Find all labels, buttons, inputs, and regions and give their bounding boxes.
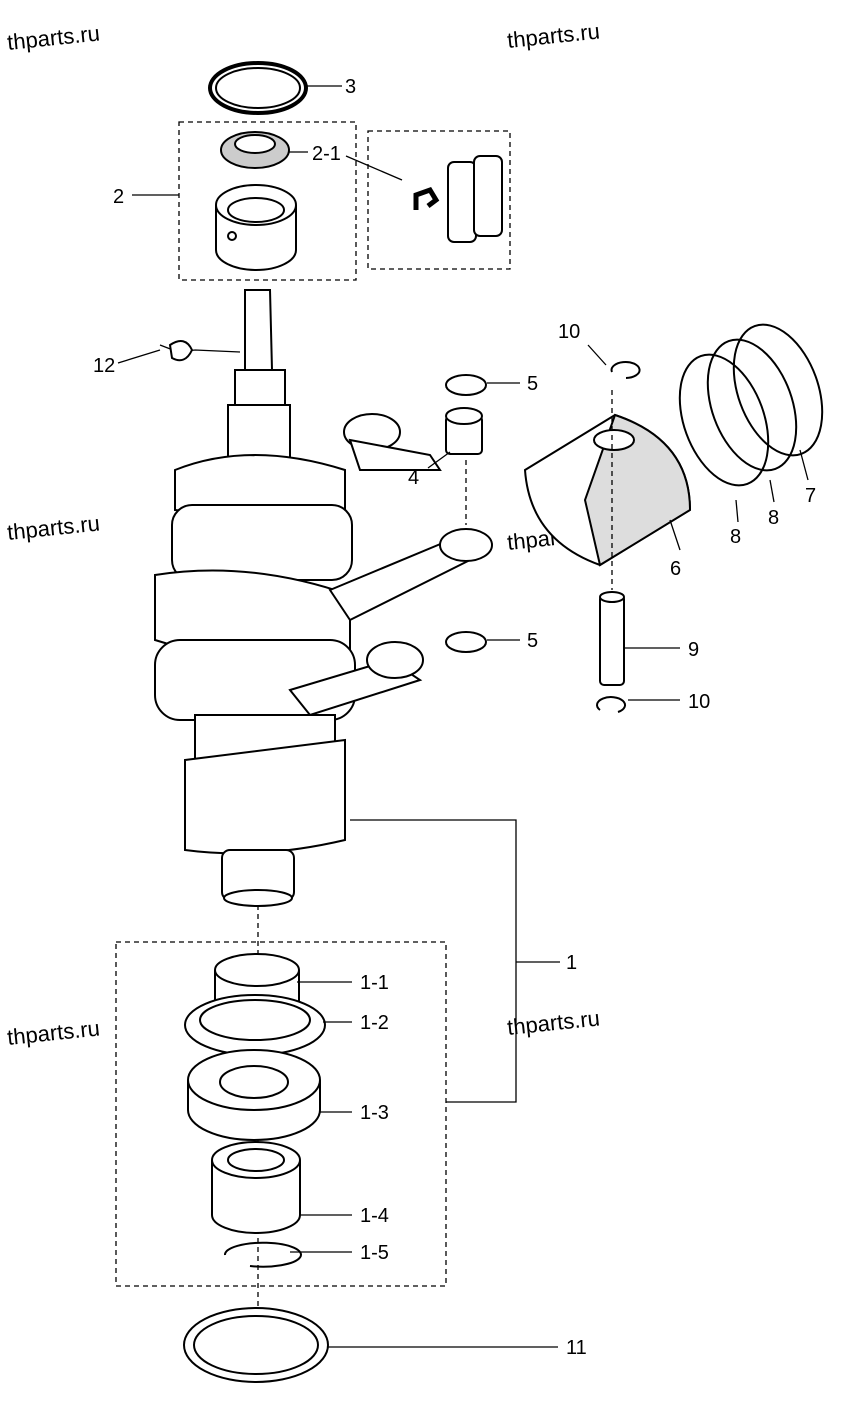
callout-7: 7 <box>805 485 816 507</box>
part-5-washer-top <box>445 374 487 396</box>
callout-1-5: 1-5 <box>360 1242 389 1264</box>
callout-2-1: 2-1 <box>312 143 341 165</box>
detail-box <box>367 130 511 270</box>
part-1-4-roller-bearing <box>211 1141 301 1234</box>
callout-1-1: 1-1 <box>360 972 389 994</box>
part-12-key <box>168 340 194 362</box>
leader-lines <box>117 85 809 1348</box>
part-1-5-circlip <box>223 1241 302 1268</box>
callout-1-3: 1-3 <box>360 1102 389 1124</box>
part-9-piston-pin <box>599 591 625 686</box>
group-1-box <box>115 941 447 1287</box>
callout-10: 10 <box>688 691 710 713</box>
watermark: thparts.ru <box>506 1005 601 1040</box>
callout-9: 9 <box>688 639 699 661</box>
part-1-2-washer <box>184 994 326 1056</box>
part-2-1-oil-seal <box>220 131 290 169</box>
callout-1-4: 1-4 <box>360 1205 389 1227</box>
part-4-needle-bearing <box>445 407 483 455</box>
part-10-clip-bottom <box>596 696 626 713</box>
part-10-clip-top <box>610 361 641 379</box>
callout-3: 3 <box>345 76 356 98</box>
watermark: thparts.ru <box>506 18 601 53</box>
part-5-washer-bottom <box>445 631 487 653</box>
callout-8: 8 <box>768 507 779 529</box>
callout-8: 8 <box>730 526 741 548</box>
part-2-needle-bearing <box>215 184 297 271</box>
callout-10: 10 <box>558 321 580 343</box>
watermark: thparts.ru <box>6 20 101 55</box>
part-7-ring <box>732 323 824 457</box>
bracket-1 <box>350 819 560 1103</box>
callout-5: 5 <box>527 373 538 395</box>
part-1-crankshaft <box>154 289 493 907</box>
callout-1: 1 <box>566 952 577 974</box>
callout-labels: 3 2-1 2 12 10 5 4 6 8 8 7 5 9 10 1 1-1 1… <box>93 76 816 1359</box>
part-3-seal-ring <box>208 61 308 115</box>
callout-2: 2 <box>113 186 124 208</box>
callout-5: 5 <box>527 630 538 652</box>
detail-needle-rollers <box>413 155 503 243</box>
part-8-ring-a <box>678 353 770 487</box>
callout-11: 11 <box>566 1337 587 1359</box>
group-2-box <box>178 121 357 281</box>
watermark: thparts.ru <box>6 510 101 545</box>
watermark: thparts.ru <box>6 1015 101 1050</box>
part-8-ring-b <box>706 338 798 472</box>
callout-12: 12 <box>93 355 115 377</box>
part-6-piston <box>523 413 692 567</box>
part-1-3-ball-bearing <box>187 1049 321 1141</box>
callout-4: 4 <box>408 467 419 489</box>
part-11-ring <box>183 1307 329 1383</box>
callout-1-2: 1-2 <box>360 1012 389 1034</box>
callout-6: 6 <box>670 558 681 580</box>
